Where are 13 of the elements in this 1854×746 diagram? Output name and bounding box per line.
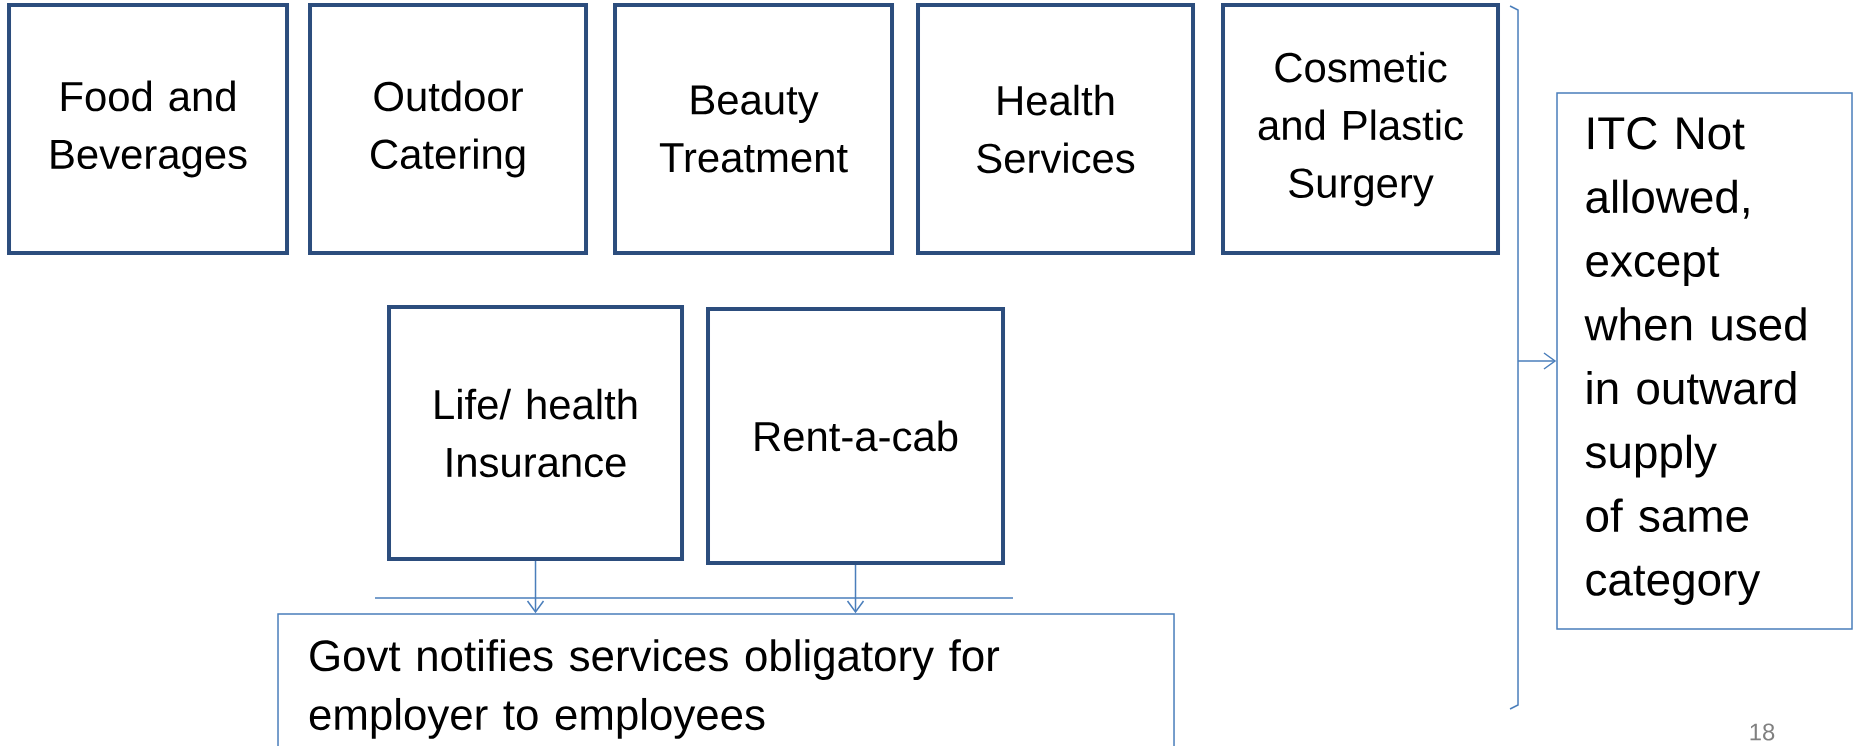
category-box: Cosmetic and Plastic Surgery: [1221, 3, 1500, 255]
category-box: Beauty Treatment: [613, 3, 894, 255]
arrow: [846, 564, 865, 614]
category-box: Outdoor Catering: [308, 3, 588, 255]
result-box: ITC Not allowed, except when used in outward supply of same category: [1556, 92, 1853, 630]
category-box: Rent-a-cab: [706, 307, 1005, 565]
page-number: 18: [1750, 723, 1775, 741]
arrow: [1517, 352, 1557, 370]
category-box: Life/ health Insurance: [387, 305, 684, 561]
arrow: [526, 560, 545, 614]
note-box: Govt notifies services obligatory for employer to employees: [277, 613, 1175, 746]
category-box: Health Services: [916, 3, 1195, 255]
category-box: Food and Beverages: [7, 3, 289, 255]
